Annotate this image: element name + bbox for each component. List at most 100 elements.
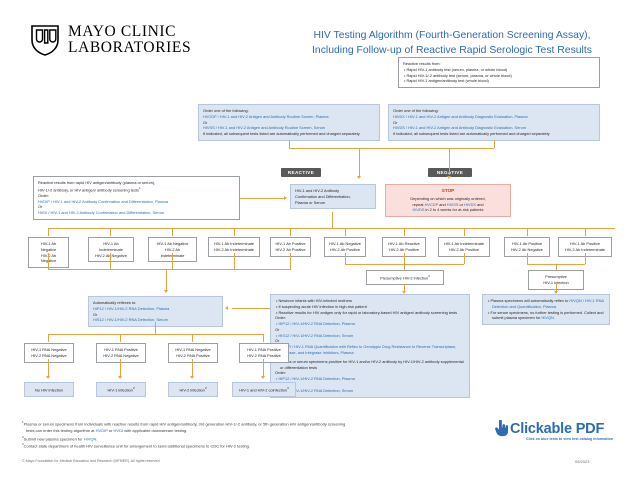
rna-result-box: HIV-1 RNA Negative HIV-2 RNA Negative: [24, 343, 74, 363]
indications-order-test[interactable]: HIS12 / HIV-1/HIV-2 RNA Detection, Serum: [275, 333, 465, 339]
connector-order-right-down: [494, 140, 495, 148]
arrow-to-confirm: [357, 176, 361, 179]
connector-ab-down-7: [464, 253, 465, 264]
footnote-3: 3Contact state department of health HIV …: [22, 442, 251, 449]
plasma-reflex-bullet-1: Plasma specimens will automatically refl…: [487, 298, 605, 310]
rapid-reactive-order-box: Reactive results from rapid HIV antigen/…: [33, 176, 240, 220]
badge-subtitle: Click on blue texts to view test catalog…: [526, 437, 613, 441]
copyright-text: © Mayo Foundation for Medical Education …: [22, 459, 161, 463]
arrow-presumptive1: [554, 291, 558, 294]
order-left-heading: Order one of the following:: [203, 108, 249, 113]
order-right-note: If indicated, all subsequent tests liste…: [393, 131, 550, 137]
connector-reflex-down: [155, 322, 156, 334]
title-line-2: Including Follow-up of Reactive Rapid Se…: [312, 45, 592, 56]
page-title: HIV Testing Algorithm (Fourth-Generation…: [272, 28, 632, 58]
indications-order-test[interactable]: HIP12 / HIV-1/HIV-2 RNA Detection, Plasm…: [275, 321, 465, 327]
reactive-note-item: Rapid HIV-1 antibody test (serum, plasma…: [403, 67, 595, 73]
ab-result-line1: HIV-1 Ab Indeterminate: [443, 241, 485, 246]
arrow-concl-1: [118, 376, 122, 379]
connector-ab-down-3: [234, 253, 235, 269]
ab-result-line1: HIV-1 Ab Negative: [329, 241, 361, 246]
stop-line-2: repeat HVCDP and HIVSS or HIVDX and: [412, 201, 484, 207]
order-right-test-2[interactable]: HIVDS / HIV-1 and HIV-2 Antigen and Anti…: [393, 125, 527, 131]
order-diagnostic-eval-box: Order one of the following: HIVDX / HIV-…: [388, 104, 600, 141]
stop-title: STOP: [441, 188, 455, 193]
automatic-reflex-box: Automatically reflexes to: HIP12 / HIV-1…: [88, 296, 223, 328]
arrow-presumptive2: [402, 291, 406, 294]
order-left-or: Or: [203, 119, 208, 125]
conclusion-text: HIV-1 and HIV-2 coinfection3: [239, 386, 289, 393]
reactive-note-heading: Reactive results from:: [403, 61, 441, 66]
indication-bullet: Reactive results for HIV antigen only fo…: [275, 310, 465, 316]
ab-result-box: HIV-1 Ab Indeterminate HIV-2 Ab Indeterm…: [208, 237, 260, 257]
indications-order-test[interactable]: HIQDR / HIV-1 RNA Quantification with Re…: [275, 344, 465, 356]
logo-line-2: LABORATORIES: [68, 39, 192, 56]
reflex-test-1[interactable]: HIP12 / HIV-1/HIV-2 RNA Detection, Plasm…: [93, 305, 170, 311]
conclusion-box: No HIV infection: [24, 382, 74, 398]
rapid-test-2[interactable]: HVDI / HIV-1 and HIV-2 Antibody Confirma…: [38, 210, 165, 216]
indications-order-test-2[interactable]: HIS12 / HIV-1/HIV-2 RNA Detection, Serum: [275, 388, 465, 394]
order-left-test-1[interactable]: HVCDP / HIV-1 and HIV-2 Antigen and Anti…: [203, 113, 329, 119]
arrow-concl-0: [46, 376, 50, 379]
ab-result-line2: HIV-2 Ab Indeterminate: [564, 246, 606, 252]
arrow-concl-2: [190, 376, 194, 379]
connector-rapid-to-confirm: [240, 198, 284, 199]
presumptive-hiv1-line1: Presumptive: [545, 274, 567, 279]
mayo-shield-icon: [31, 25, 59, 56]
connector-reflex-bus: [48, 269, 291, 270]
connector-ab-5: [345, 228, 346, 236]
presumptive-hiv1-line2: HIV-1 infection: [543, 279, 569, 285]
plasma-reflex-box: Plasma specimens will automatically refl…: [482, 294, 610, 326]
connector-rna-0: [48, 334, 49, 342]
connector-hiv2-stem: [404, 264, 405, 270]
arrow-to-reflex: [164, 290, 168, 293]
conclusion-text: HIV-1 infection3: [107, 386, 135, 393]
connector-ab-3: [234, 228, 235, 236]
badge-title: Clickable PDF: [510, 420, 605, 437]
rapid-line-2: HIV-1/-2 antibody, or HIV antigen/ antib…: [38, 185, 141, 193]
mayo-clinic-laboratories-logo: MAYO CLINIC LABORATORIES: [30, 23, 230, 57]
rna-result-line2: HIV-2 RNA Positive: [176, 352, 210, 358]
conclusion-box: HIV-1 infection3: [96, 382, 146, 398]
connector-to-confirm: [359, 148, 360, 176]
reactive-note-item: Rapid HIV-1 antigen/antibody test (whole…: [403, 78, 595, 84]
connector-presumptive2-down: [404, 284, 405, 292]
rna-result-line1: HIV-1 RNA Positive: [247, 347, 281, 352]
arrow-indications-to-reflex: [225, 305, 228, 310]
connector-ab-1: [110, 228, 111, 236]
connector-order-join: [289, 148, 494, 149]
connector-ab-6: [404, 228, 405, 236]
order-left-test-2[interactable]: HIVSS / HIV-1 and HIV-2 Antigen and Anti…: [203, 125, 326, 131]
reactive-results-note: Reactive results from: Rapid HIV-1 antib…: [398, 57, 600, 89]
ab-result-line1: HIV-1 Ab Positive: [511, 241, 543, 246]
conclusion-box: HIV-1 and HIV-2 coinfection3: [232, 382, 296, 398]
indications-order-test-2[interactable]: HIP12 / HIV-1/HIV-2 RNA Detection, Plasm…: [275, 376, 465, 382]
connector-concl-1: [120, 359, 121, 376]
ab-result-line2: HIV-2 Ab Positive: [448, 246, 480, 252]
ab-result-line1: HIV-1 Ab Indeterminate: [213, 241, 255, 246]
connector-ab-down-5: [345, 253, 346, 264]
connector-ab-7: [464, 228, 465, 236]
confirm-line-3: Plasma or Serum: [295, 199, 326, 205]
order-right-test-1[interactable]: HIVDX / HIV-1 and HIV-2 Antigen and Anti…: [393, 113, 528, 119]
indications-bullet-2: Plasma or serum specimens positive for H…: [275, 359, 465, 371]
order-right-or: Or: [393, 119, 398, 125]
ab-result-line1: HIV-1 Ab Positive: [275, 241, 306, 246]
clickable-pdf-badge[interactable]: Clickable PDF Click on blue texts to vie…: [494, 420, 614, 446]
connector-rna-3: [263, 334, 264, 342]
footnote-1: 1Plasma or serum specimens from individu…: [22, 420, 346, 433]
rapid-test-1[interactable]: HVDIP / HIV-1 and HIV-2 Antibody Confirm…: [38, 198, 169, 204]
indications-order-label: Order:: [275, 315, 287, 321]
rapid-order-label: Order:: [38, 192, 50, 198]
connector-ab-down-8: [527, 253, 528, 264]
reflex-test-2[interactable]: HIS12 / HIV-1/HIV-2 RNA Detection, Serum: [93, 317, 168, 323]
indications-order-label-2: Order:: [275, 370, 287, 376]
connector-rna-1: [120, 334, 121, 342]
order-left-note: If indicated, all subsequent tests liste…: [203, 131, 361, 137]
rna-result-line1: HIV-1 RNA Negative: [31, 347, 67, 352]
connector-ab-0: [48, 228, 49, 236]
connector-ab-down-9: [585, 253, 586, 264]
ab-result-box: HIV-1 Ab Negative HIV-2 Ab Positive: [324, 237, 366, 257]
stop-box: STOP Depending on which was originally o…: [385, 184, 511, 218]
